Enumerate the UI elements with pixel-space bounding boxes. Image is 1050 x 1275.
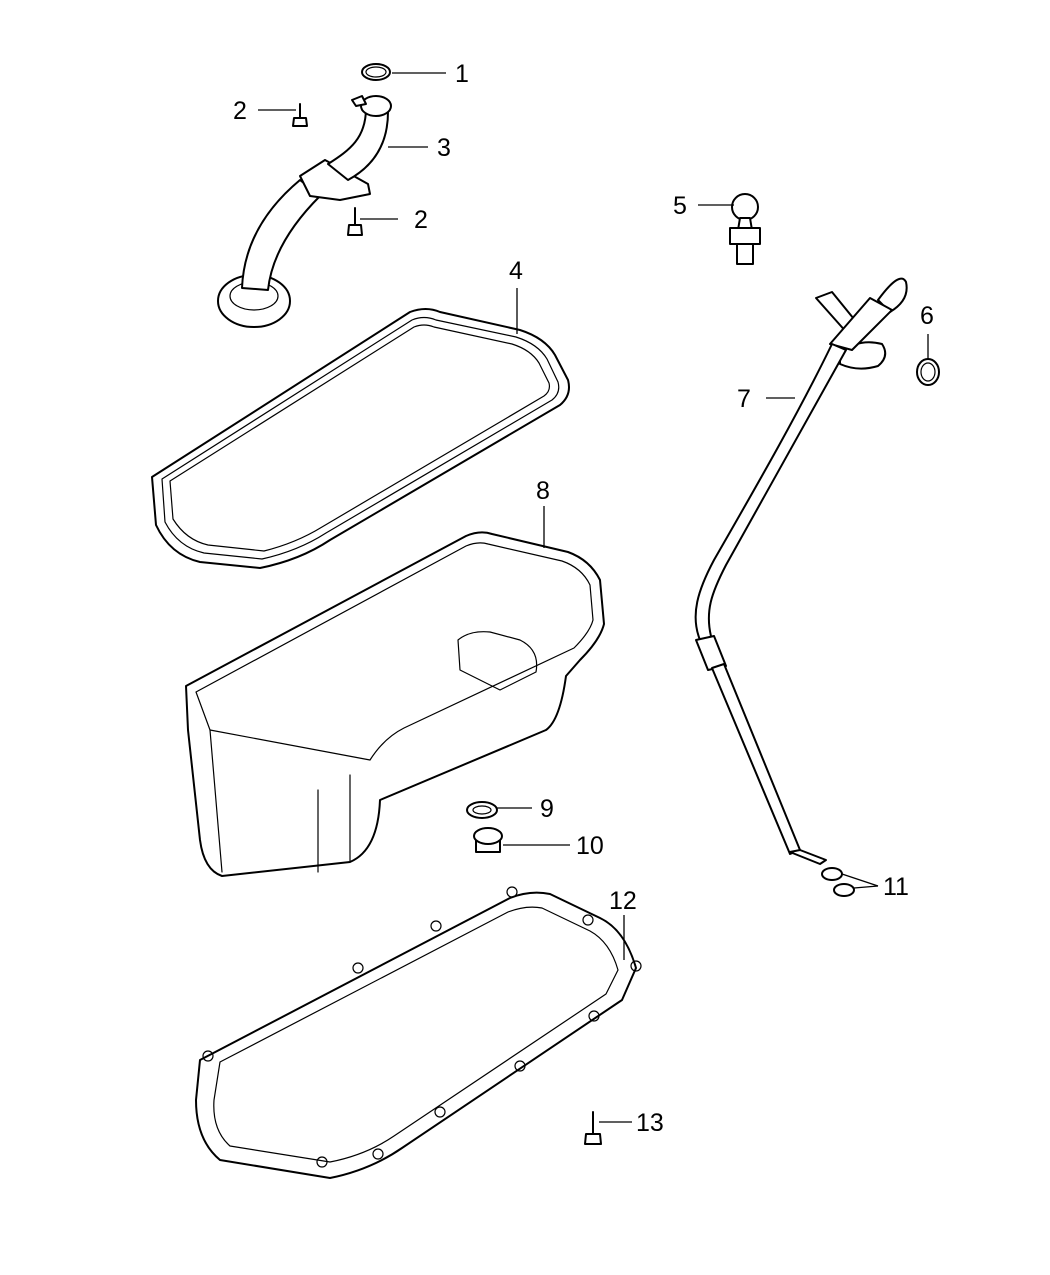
part-ball-stud (729, 193, 761, 265)
part-dipstick-tube (694, 277, 908, 865)
part-oil-pickup-tube (217, 95, 392, 328)
callout-12: 12 (609, 887, 637, 915)
part-drain-plug (473, 827, 503, 853)
leader-11a (841, 873, 879, 887)
callout-9: 9 (540, 795, 554, 823)
part-oil-pan (185, 531, 605, 877)
part-bolt-lower (347, 207, 363, 236)
part-lower-pan-frame (195, 886, 642, 1179)
leader-11b (853, 885, 879, 889)
part-oil-pan-gasket (151, 308, 570, 569)
part-bolt-upper (292, 103, 308, 127)
callout-8: 8 (536, 477, 550, 505)
part-o-ring-dipstick (916, 358, 940, 386)
leader-lines (258, 72, 929, 1123)
part-o-rings-dipstick (821, 867, 855, 897)
callout-2a: 2 (233, 97, 247, 125)
callout-11: 11 (883, 873, 909, 901)
callout-6: 6 (920, 302, 934, 330)
callout-13: 13 (636, 1109, 664, 1137)
part-o-ring-top (361, 63, 391, 81)
callout-1: 1 (455, 60, 469, 88)
part-drain-plug-washer (466, 801, 498, 819)
callout-2b: 2 (414, 206, 428, 234)
callout-5: 5 (673, 192, 687, 220)
callout-3: 3 (437, 134, 451, 162)
part-bolt-frame (584, 1111, 602, 1145)
callout-7: 7 (737, 385, 751, 413)
callout-10: 10 (576, 832, 604, 860)
callout-4: 4 (509, 257, 523, 285)
callout-labels: 1 2 2 3 4 5 6 7 8 9 10 11 12 13 (233, 60, 934, 1137)
